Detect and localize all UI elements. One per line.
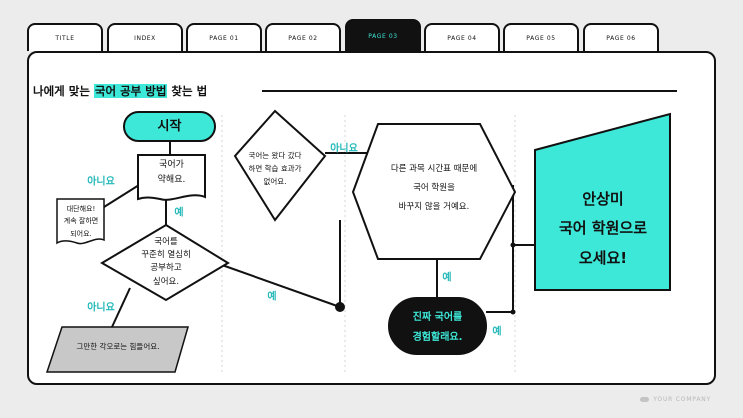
tab-title[interactable]: TITLE (27, 23, 103, 51)
edge-label-yes-4: 예 (492, 326, 502, 338)
study-text-line-1: 국어를 (154, 237, 178, 247)
edge-study-merge (221, 264, 341, 308)
document-good (56, 198, 105, 245)
edge-label-no-1: 아니요 (87, 176, 115, 188)
schedule-text-line-2: 국어 학원을 (413, 183, 455, 194)
tab-page-03[interactable]: PAGE 03 (345, 19, 421, 51)
result-text-line-2: 국어 학원으로 (558, 219, 648, 238)
effect-text-line-1: 국어는 왔다 갔다 (248, 151, 302, 160)
diamond-effect (233, 109, 327, 222)
hard-text: 그만한 각오로는 힘들어요. (76, 342, 160, 351)
effect-text-line-2: 하면 학습 효과가 (248, 163, 302, 173)
tab-page-04[interactable]: PAGE 04 (424, 23, 500, 51)
good-text: 대단해요! 계속 잘하면 되어요. (54, 203, 108, 240)
result-text-line-1: 안상미 (582, 190, 624, 208)
weak-text-line-1: 국어가 (159, 160, 184, 170)
result-text-line-3: 오세요! (578, 248, 628, 267)
study-text-line-2: 꾸준히 열심히 (141, 250, 191, 261)
real-text: 진짜 국어를 경험할래요. (389, 308, 486, 348)
result-text: 안상미 국어 학원으로 오세요! (538, 185, 668, 273)
tab-index[interactable]: INDEX (107, 23, 183, 51)
weak-text: 국어가 약해요. (138, 158, 205, 189)
edge-label-no-3: 아니요 (330, 143, 358, 155)
tab-page-05[interactable]: PAGE 05 (503, 23, 579, 51)
merge-node (335, 302, 345, 312)
good-text-line-3: 되어요. (70, 229, 92, 238)
study-text-line-3: 공부하고 (150, 263, 182, 274)
hexagon-schedule (351, 123, 517, 260)
edge-weak-good (103, 184, 140, 208)
effect-text: 국어는 왔다 갔다 하면 학습 효과가 없어요. (234, 150, 316, 188)
diamond-study (100, 223, 230, 302)
title-rule (262, 90, 677, 92)
real-text-line-1: 진짜 국어를 (412, 312, 463, 323)
edge-label-no-2: 아니요 (87, 302, 115, 314)
page-title: 나에게 맞는 국어 공부 방법 찾는 법 (33, 83, 207, 99)
study-text-line-4: 싶어요. (152, 276, 180, 287)
junction-dot-2 (510, 309, 516, 315)
edge-study-hard (111, 287, 131, 328)
tab-page-02[interactable]: PAGE 02 (265, 23, 341, 51)
study-text: 국어를 꾸준히 열심히 공부하고 싶어요. (116, 236, 216, 289)
footer-text: YOUR COMPANY (653, 396, 711, 403)
schedule-text-line-1: 다른 과목 시간표 때문에 (390, 164, 478, 174)
good-text-line-2: 계속 잘하면 (63, 217, 99, 226)
edge-label-yes-2: 예 (267, 291, 277, 303)
edge-label-yes-1: 예 (174, 207, 184, 219)
terminal-real (388, 297, 487, 355)
effect-text-line-3: 없어요. (263, 176, 287, 186)
start-terminal (123, 111, 216, 142)
document-weak (137, 154, 206, 201)
title-highlight: 국어 공부 방법 (93, 84, 168, 98)
schedule-text-line-3: 바꾸지 않을 거예요. (398, 202, 470, 213)
tab-page-06[interactable]: PAGE 06 (583, 23, 659, 51)
edge-label-yes-3: 예 (442, 272, 452, 284)
junction-dot (510, 242, 516, 248)
schedule-text: 다른 과목 시간표 때문에 국어 학원을 바꾸지 않을 거예요. (360, 160, 508, 217)
title-prefix: 나에게 맞는 (33, 84, 94, 98)
good-text-line-1: 대단해요! (66, 205, 96, 213)
company-logo-icon (640, 397, 650, 402)
parallelogram-hard (45, 326, 189, 373)
weak-text-line-2: 약해요. (157, 175, 186, 186)
real-text-line-2: 경험할래요. (412, 332, 463, 343)
footer-brand: YOUR COMPANY (640, 396, 711, 403)
start-label: 시작 (157, 119, 182, 134)
title-suffix: 찾는 법 (167, 84, 208, 98)
tab-page-01[interactable]: PAGE 01 (186, 23, 262, 51)
result-shape (534, 112, 671, 291)
